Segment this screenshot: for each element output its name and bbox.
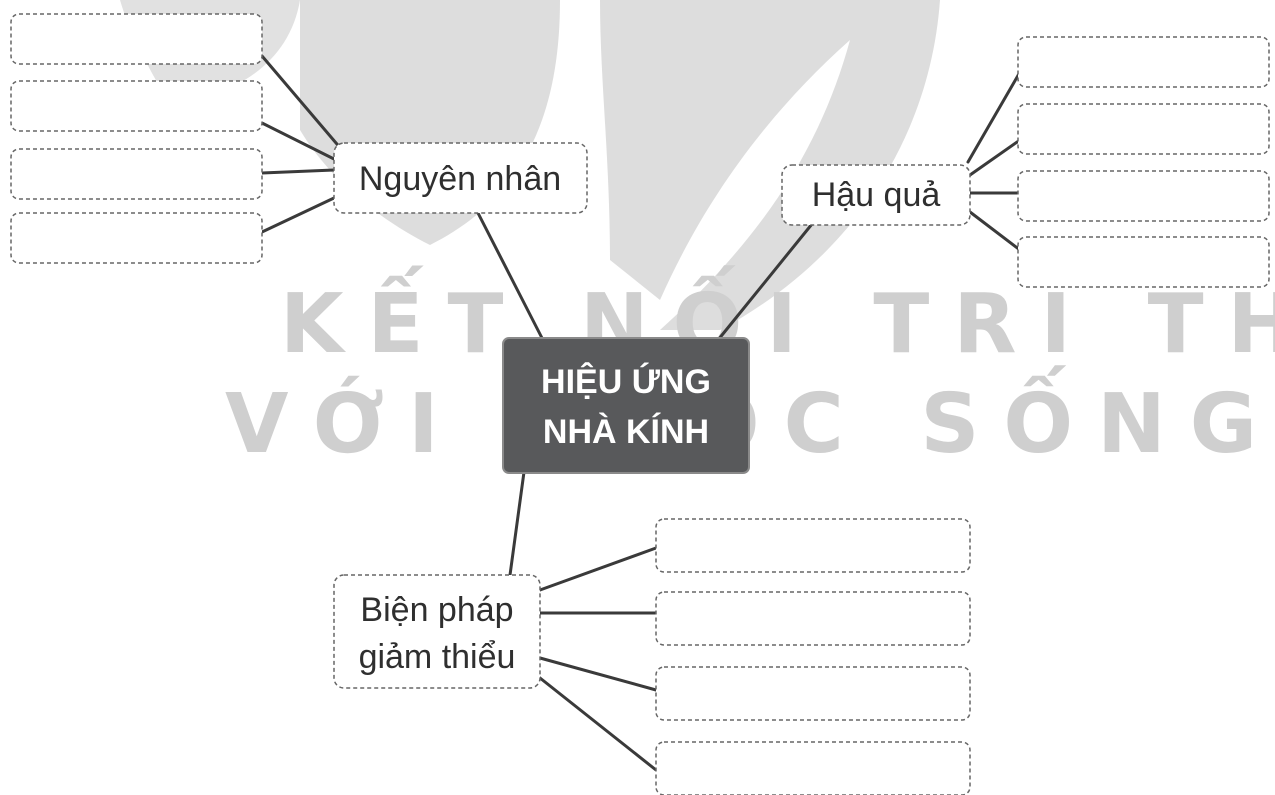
center-title-line-2: NHÀ KÍNH (543, 413, 709, 451)
solutions-leaf-4[interactable] (655, 741, 971, 795)
branch-causes-label: Nguyên nhân (359, 160, 561, 198)
connector-causes-leaf-1 (260, 54, 344, 152)
branch-solutions-label-line-2: giảm thiểu (359, 638, 516, 676)
causes-leaves (10, 13, 263, 264)
effects-leaf-1[interactable] (1017, 36, 1270, 88)
connector-solutions-leaf-1 (538, 546, 658, 592)
connector-causes-leaf-2 (260, 121, 338, 162)
connectors (260, 54, 1022, 772)
center-node: HIỆU ỨNG NHÀ KÍNH (502, 337, 750, 474)
branch-solutions-label-line-1: Biện pháp (360, 591, 513, 629)
causes-leaf-4[interactable] (10, 212, 263, 264)
solutions-leaf-2[interactable] (655, 591, 971, 646)
solutions-leaves (655, 518, 971, 795)
branch-effects-label: Hậu quả (812, 176, 941, 214)
branch-solutions: Biện pháp giảm thiểu (333, 574, 541, 689)
connector-effects-leaf-4 (968, 210, 1022, 252)
connector-effects-leaf-1 (966, 70, 1022, 164)
connector-solutions-leaf-3 (538, 656, 658, 692)
connector-solutions (508, 470, 526, 577)
solutions-leaf-3[interactable] (655, 666, 971, 721)
effects-leaves (1017, 36, 1270, 288)
connector-solutions-leaf-4 (538, 676, 658, 772)
effects-leaf-4[interactable] (1017, 236, 1270, 288)
solutions-leaf-1[interactable] (655, 518, 971, 573)
center-title-line-1: HIỆU ỨNG (541, 363, 711, 401)
effects-leaf-3[interactable] (1017, 170, 1270, 222)
causes-leaf-3[interactable] (10, 148, 263, 200)
effects-leaf-2[interactable] (1017, 103, 1270, 155)
connector-causes-leaf-4 (260, 196, 336, 234)
branch-effects: Hậu quả (781, 164, 971, 226)
connector-effects-leaf-2 (968, 138, 1022, 177)
causes-leaf-2[interactable] (10, 80, 263, 132)
connector-causes (476, 211, 545, 342)
causes-leaf-1[interactable] (10, 13, 263, 65)
connector-effects (716, 222, 814, 342)
branch-causes: Nguyên nhân (333, 142, 588, 214)
connector-causes-leaf-3 (260, 168, 336, 175)
